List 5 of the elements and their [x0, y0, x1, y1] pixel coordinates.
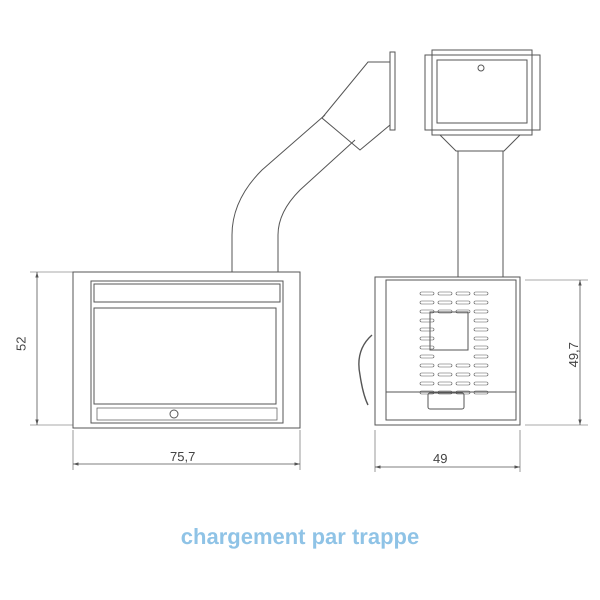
dimension-label: 49	[433, 450, 448, 468]
caption: chargement par trappe	[180, 523, 420, 551]
dimension-label: 52	[12, 336, 30, 351]
dimension-label: 49,7	[564, 342, 582, 368]
dimension-label: 75,7	[170, 448, 196, 466]
